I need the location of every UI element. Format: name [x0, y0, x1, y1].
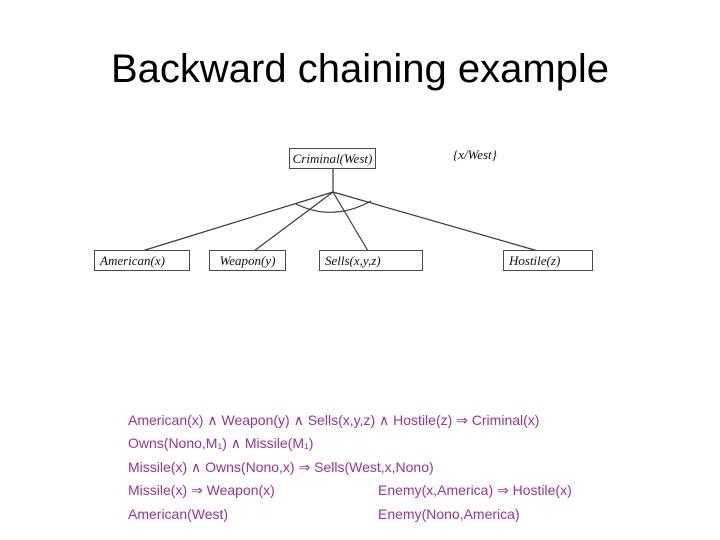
slide-title: Backward chaining example [110, 47, 610, 91]
kb-fact-owns-missile: Owns(Nono,M₁) ∧ Missile(M₁) [128, 435, 314, 452]
tree-node-criminal: Criminal(West) [289, 148, 376, 169]
tree-node-criminal-label: Criminal(West) [292, 151, 373, 166]
kb-fact-american-west: American(West) [128, 505, 229, 522]
kb-rule-row: Missile(x) ⇒ Weapon(x) Enemy(x,America) … [128, 479, 688, 502]
tree-node-american-label: American(x) [100, 253, 165, 268]
kb-rule-crime: American(x) ∧ Weapon(y) ∧ Sells(x,y,z) ∧… [128, 412, 540, 428]
tree-node-hostile: Hostile(z) [503, 250, 593, 271]
branch-line-hostile [332, 191, 539, 252]
tree-node-american: American(x) [94, 250, 190, 271]
substitution-label: {x/West} [453, 147, 497, 162]
kb-rule-row: Owns(Nono,M₁) ∧ Missile(M₁) [128, 432, 688, 455]
kb-rule-sells: Missile(x) ∧ Owns(Nono,x) ⇒ Sells(West,x… [128, 458, 434, 475]
kb-rule-weapon: Missile(x) ⇒ Weapon(x) [128, 482, 275, 499]
knowledge-base-rules: American(x) ∧ Weapon(y) ∧ Sells(x,y,z) ∧… [128, 409, 688, 526]
tree-node-sells-label: Sells(x,y,z) [325, 253, 381, 268]
kb-fact-enemy-nono: Enemy(Nono,America) [378, 505, 520, 522]
kb-rule-row: Missile(x) ∧ Owns(Nono,x) ⇒ Sells(West,x… [128, 456, 688, 479]
tree-node-hostile-label: Hostile(z) [509, 253, 561, 268]
tree-node-weapon: Weapon(y) [209, 250, 286, 271]
kb-rule-hostile: Enemy(x,America) ⇒ Hostile(x) [378, 482, 572, 499]
branch-line-weapon [253, 191, 334, 252]
tree-node-sells: Sells(x,y,z) [319, 250, 423, 271]
kb-rule-row: American(West) Enemy(Nono,America) [128, 503, 688, 526]
and-arc [295, 200, 372, 213]
branch-line-american [141, 191, 334, 252]
tree-node-weapon-label: Weapon(y) [219, 253, 276, 268]
kb-rule-row: American(x) ∧ Weapon(y) ∧ Sells(x,y,z) ∧… [128, 409, 688, 432]
branch-line-sells [332, 191, 369, 252]
